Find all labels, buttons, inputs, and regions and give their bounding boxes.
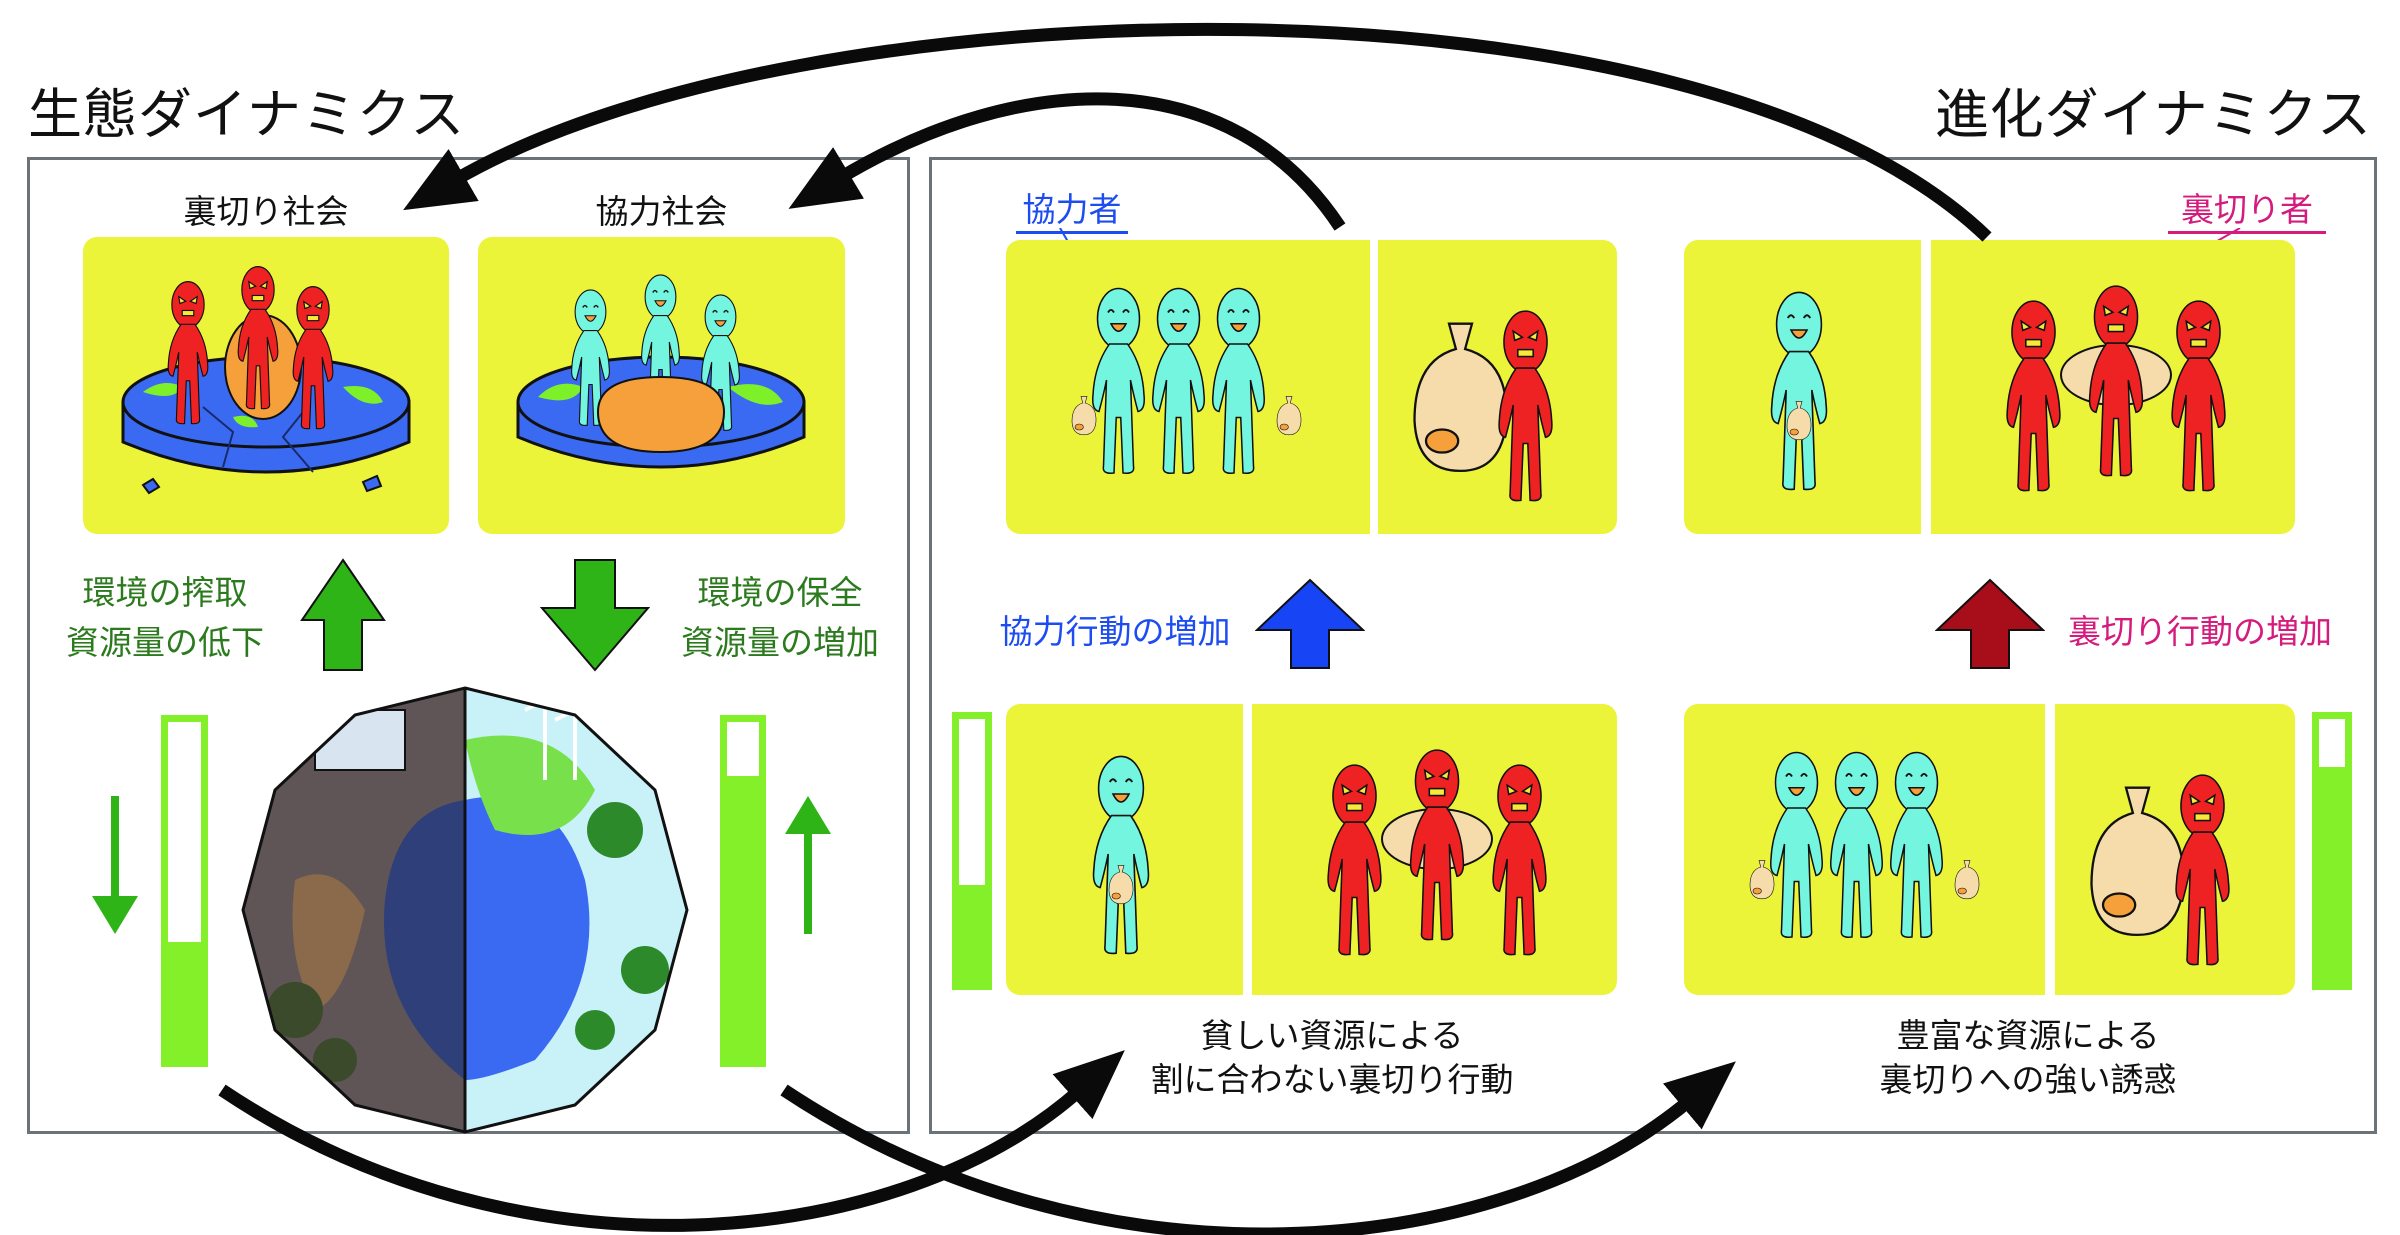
conservation-line-1: 環境の保全: [697, 573, 863, 612]
resource-decrease-arrow-icon: [92, 796, 138, 934]
exploitation-line-2: 資源量の低下: [66, 623, 264, 662]
shared-resource-sack: [596, 375, 726, 454]
single-cooperator-illustration: [1092, 755, 1150, 955]
lone-cooperator-panel: [1684, 240, 1921, 534]
poor-caption-line-2: 割に合わない裏切り行動: [1150, 1060, 1514, 1099]
cooperator-group-panel: [1006, 240, 1370, 534]
resource-level-fill: [959, 885, 985, 983]
lone-defector-panel: [1378, 240, 1617, 534]
rich-caption-line-1: 豊富な資源による: [1896, 1016, 2160, 1055]
defector-with-large-sack-illustration: [2090, 774, 2230, 966]
defector-with-large-sack-illustration: [1413, 310, 1553, 502]
green-down-arrow-icon: [540, 559, 650, 672]
defection-increase-label: 裏切り行動の増加: [2068, 612, 2332, 651]
defector-society-illustration: [121, 266, 411, 495]
poor-caption-line-1: 貧しい資源による: [1200, 1016, 1464, 1055]
cooperator-society-panel: [478, 237, 845, 534]
rich-cooperator-panel: [1684, 704, 2045, 995]
poor-defector-panel: [1252, 704, 1617, 995]
rich-resource-bar: [2312, 712, 2352, 990]
rich-resource-caption: 豊富な資源による 裏切りへの強い誘惑: [1828, 1014, 2228, 1102]
exploitation-text: 環境の搾取 資源量の低下: [50, 568, 280, 668]
ecological-dynamics-title: 生態ダイナミクス: [28, 83, 466, 146]
single-cooperator-illustration: [1770, 291, 1828, 491]
defector-society-label: 裏切り社会: [183, 192, 349, 231]
conservation-text: 環境の保全 資源量の増加: [660, 568, 900, 668]
resource-level-fill: [727, 776, 759, 1060]
rich-caption-line-2: 裏切りへの強い誘惑: [1879, 1060, 2177, 1099]
defector-group-panel: [1931, 240, 2295, 534]
resource-level-bar-low: [161, 715, 208, 1067]
three-cooperators-illustration: [1071, 287, 1302, 475]
cooperation-increase-label: 協力行動の増加: [999, 612, 1231, 651]
poor-cooperator-panel: [1006, 704, 1243, 995]
cooperator-society-illustration: [516, 274, 806, 469]
red-up-arrow-icon: [1935, 578, 2045, 669]
resource-level-bar-high: [720, 715, 766, 1067]
evolutionary-dynamics-title: 進化ダイナミクス: [1934, 83, 2372, 146]
three-defectors-fighting-illustration: [1327, 749, 1547, 956]
conservation-line-2: 資源量の増加: [681, 623, 879, 662]
green-up-arrow-icon: [300, 558, 386, 671]
cooperator-label: 協力者: [1016, 183, 1128, 234]
resource-level-fill: [168, 941, 201, 1060]
three-defectors-fighting-illustration: [2006, 285, 2226, 492]
resource-increase-arrow-icon: [785, 796, 831, 934]
poor-resource-bar: [952, 712, 992, 990]
rich-defector-panel: [2055, 704, 2295, 995]
resource-level-fill: [2319, 766, 2345, 983]
defector-society-panel: [83, 237, 449, 534]
poor-resource-caption: 貧しい資源による 割に合わない裏切り行動: [1132, 1014, 1532, 1102]
exploitation-line-1: 環境の搾取: [82, 573, 248, 612]
defector-label: 裏切り者: [2168, 183, 2326, 234]
cooperator-society-label: 協力社会: [595, 192, 728, 231]
blue-up-arrow-icon: [1255, 578, 1365, 669]
three-cooperators-illustration: [1749, 751, 1980, 939]
split-earth-illustration: [241, 686, 689, 1134]
